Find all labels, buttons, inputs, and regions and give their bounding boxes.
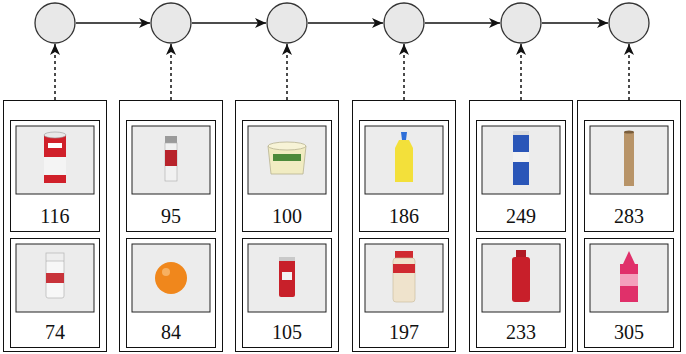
object-id: 74 bbox=[11, 320, 99, 344]
observation-box: 283 305 bbox=[577, 100, 681, 352]
observation-arrow bbox=[170, 44, 172, 100]
observation-box: 249 233 bbox=[469, 100, 573, 352]
object-box: 197 bbox=[359, 238, 449, 348]
object-id: 116 bbox=[11, 204, 99, 228]
circle-outline bbox=[266, 2, 308, 44]
object-id: 233 bbox=[477, 320, 565, 344]
circle-outline bbox=[34, 2, 76, 44]
transition-arrow bbox=[192, 22, 266, 24]
object-box: 105 bbox=[242, 238, 332, 348]
soup-can bbox=[44, 132, 66, 183]
circle-outline bbox=[383, 2, 425, 44]
cardboard-tube bbox=[624, 130, 634, 186]
transition-arrow bbox=[542, 22, 608, 24]
object-box: 100 bbox=[242, 120, 332, 232]
observation-arrow bbox=[628, 44, 630, 100]
water-bottle bbox=[512, 250, 530, 302]
object-box: 249 bbox=[476, 120, 566, 232]
transition-arrow bbox=[76, 22, 150, 24]
object-box: 283 bbox=[584, 120, 674, 232]
object-box: 84 bbox=[126, 238, 216, 348]
orange-ball bbox=[155, 262, 187, 294]
photo-frames bbox=[16, 126, 668, 312]
object-box: 305 bbox=[584, 238, 674, 348]
pill-bottle bbox=[46, 253, 64, 298]
object-id: 283 bbox=[585, 204, 673, 228]
object-box: 116 bbox=[10, 120, 100, 232]
mustard-bottle bbox=[395, 132, 413, 182]
circle-outline bbox=[500, 2, 542, 44]
object-id: 197 bbox=[360, 320, 448, 344]
margarine-tub bbox=[268, 142, 306, 174]
state-circle bbox=[266, 2, 308, 44]
observation-arrow bbox=[520, 44, 522, 100]
observation-box: 100 105 bbox=[235, 100, 339, 352]
object-id: 305 bbox=[585, 320, 673, 344]
object-box: 233 bbox=[476, 238, 566, 348]
state-circle bbox=[608, 2, 650, 44]
object-id: 249 bbox=[477, 204, 565, 228]
observation-arrow bbox=[286, 44, 288, 100]
crayon bbox=[620, 251, 638, 302]
object-box: 186 bbox=[359, 120, 449, 232]
observation-box: 186 197 bbox=[352, 100, 456, 352]
state-circle bbox=[34, 2, 76, 44]
state-circle bbox=[383, 2, 425, 44]
circle-outline bbox=[608, 2, 650, 44]
object-box: 74 bbox=[10, 238, 100, 348]
state-circle bbox=[500, 2, 542, 44]
observation-box: 95 84 bbox=[119, 100, 223, 352]
state-circle bbox=[150, 2, 192, 44]
chip-tube bbox=[513, 131, 529, 185]
soda-can bbox=[279, 257, 295, 297]
spice-jar bbox=[165, 136, 177, 181]
creamer-bottle bbox=[393, 251, 415, 302]
object-id: 186 bbox=[360, 204, 448, 228]
transition-arrow bbox=[425, 22, 500, 24]
transition-arrow bbox=[308, 22, 383, 24]
observation-arrow bbox=[54, 44, 56, 100]
object-id: 95 bbox=[127, 204, 215, 228]
object-id: 105 bbox=[243, 320, 331, 344]
circle-outline bbox=[150, 2, 192, 44]
object-box: 95 bbox=[126, 120, 216, 232]
object-id: 100 bbox=[243, 204, 331, 228]
observation-arrow bbox=[403, 44, 405, 100]
object-id: 84 bbox=[127, 320, 215, 344]
observation-box: 116 74 bbox=[3, 100, 107, 352]
